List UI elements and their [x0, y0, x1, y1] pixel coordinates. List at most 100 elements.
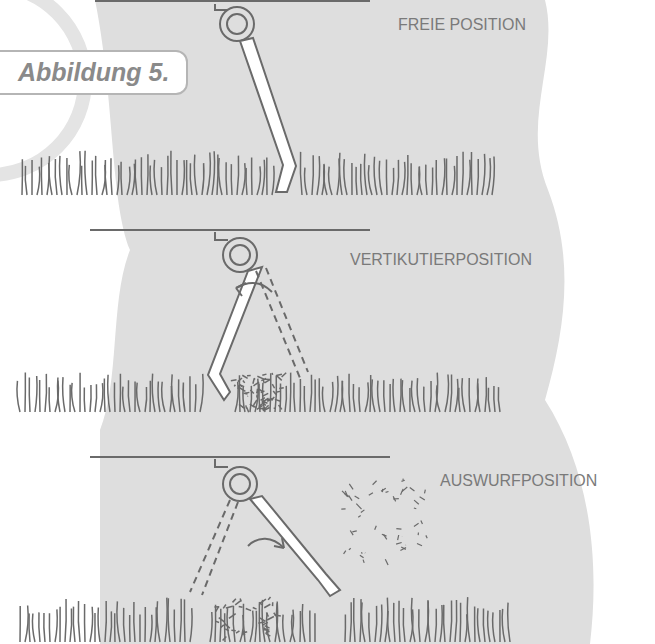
grass-blade: [128, 380, 130, 412]
grass-blade: [350, 602, 351, 642]
grass-blade: [267, 616, 274, 620]
grass-blade: [111, 158, 112, 195]
grass-blade: [39, 380, 41, 412]
grass-blade: [355, 496, 360, 499]
grass-blade: [227, 608, 230, 642]
grass-blade: [456, 156, 458, 195]
grass-blade: [426, 165, 427, 195]
grass-blade: [63, 377, 65, 412]
grass-blade: [401, 547, 406, 549]
grass-blade: [299, 379, 301, 412]
grass-blade: [37, 167, 40, 195]
grass-blade: [235, 382, 238, 412]
grass-blade: [462, 152, 463, 195]
grass-blade: [409, 388, 411, 412]
thatch-debris: [341, 479, 427, 565]
grass-blade: [90, 385, 91, 412]
grass-blade: [238, 378, 242, 382]
grass-blade: [132, 164, 135, 195]
grass-blade: [21, 159, 23, 195]
grass-blade: [69, 165, 72, 195]
grass-blade: [352, 530, 356, 532]
grass-blade: [105, 601, 106, 642]
grass-blade: [468, 378, 470, 412]
grass-blade: [502, 609, 505, 642]
grass-blade: [264, 604, 270, 607]
grass-blade: [417, 378, 420, 412]
grass-blade: [455, 379, 458, 412]
grass-blade: [262, 374, 266, 375]
grass-blade: [217, 155, 218, 195]
grass-blade: [220, 625, 223, 628]
grass-blade: [289, 373, 291, 412]
grass-blade: [369, 613, 370, 642]
position-label: VERTIKUTIERPOSITION: [350, 251, 532, 269]
grass-blade: [239, 606, 243, 608]
grass-blade: [358, 516, 360, 518]
grass-blade: [230, 164, 232, 195]
grass-blade: [265, 380, 270, 383]
grass-blade: [259, 618, 265, 622]
grass-blade: [257, 166, 261, 195]
grass-blade: [123, 387, 125, 412]
grass-blade: [168, 598, 170, 642]
grass-blade: [244, 631, 247, 633]
tine-dethatching: [90, 230, 370, 400]
grass-blade: [314, 613, 316, 642]
grass-blade: [274, 614, 280, 616]
grass-blade: [488, 611, 490, 642]
grass-blade: [108, 375, 110, 412]
grass-blade: [245, 405, 247, 408]
grass-blade: [219, 158, 222, 195]
grass-blade: [450, 374, 452, 412]
grass-blade: [183, 382, 185, 412]
grass-blade: [477, 159, 478, 195]
grass-blade: [493, 612, 495, 642]
grass-blade: [242, 406, 244, 408]
grass-blade: [184, 599, 186, 642]
grass-blade: [482, 154, 485, 195]
grass-blade: [365, 382, 368, 412]
grass-blade: [129, 615, 131, 642]
grass-blade: [91, 160, 93, 195]
grass-blade: [272, 166, 274, 195]
grass-blade: [424, 490, 426, 494]
grass-blade: [229, 614, 236, 619]
grass-blade: [400, 379, 401, 412]
grass-blade: [459, 603, 461, 642]
grass-blade: [150, 166, 152, 195]
grass-blade: [459, 388, 460, 412]
grass-blade: [401, 480, 404, 481]
grass-blade: [462, 378, 465, 412]
grass-blade: [161, 167, 163, 195]
grass-blade: [483, 609, 485, 642]
grass-blade: [420, 497, 425, 500]
grass-blade: [77, 151, 80, 195]
grass-blade: [266, 612, 268, 616]
grass-blade: [372, 379, 375, 412]
grass-blade: [303, 386, 305, 412]
background-silhouette: [95, 0, 594, 644]
grass-blade: [435, 609, 436, 642]
grass-blade: [396, 543, 402, 545]
grass-blade: [393, 496, 396, 501]
grass-blade: [39, 612, 40, 642]
grass-blade: [242, 163, 245, 195]
grass-blade: [385, 559, 388, 565]
grass-blade: [190, 608, 192, 642]
grass-blade: [189, 376, 191, 412]
grass-blade: [190, 163, 192, 195]
grass-blade: [49, 613, 51, 642]
grass-blade: [19, 606, 21, 642]
grass-blade: [329, 167, 332, 195]
grass-blade: [29, 613, 30, 642]
grass-blade: [24, 372, 26, 412]
grass-blade: [17, 381, 20, 412]
grass-blade: [393, 379, 395, 412]
grass-blade: [224, 623, 230, 628]
grass-blade: [485, 377, 486, 412]
grass-blade: [259, 602, 263, 605]
grass-blade: [276, 376, 281, 381]
grass-blade: [127, 167, 130, 195]
